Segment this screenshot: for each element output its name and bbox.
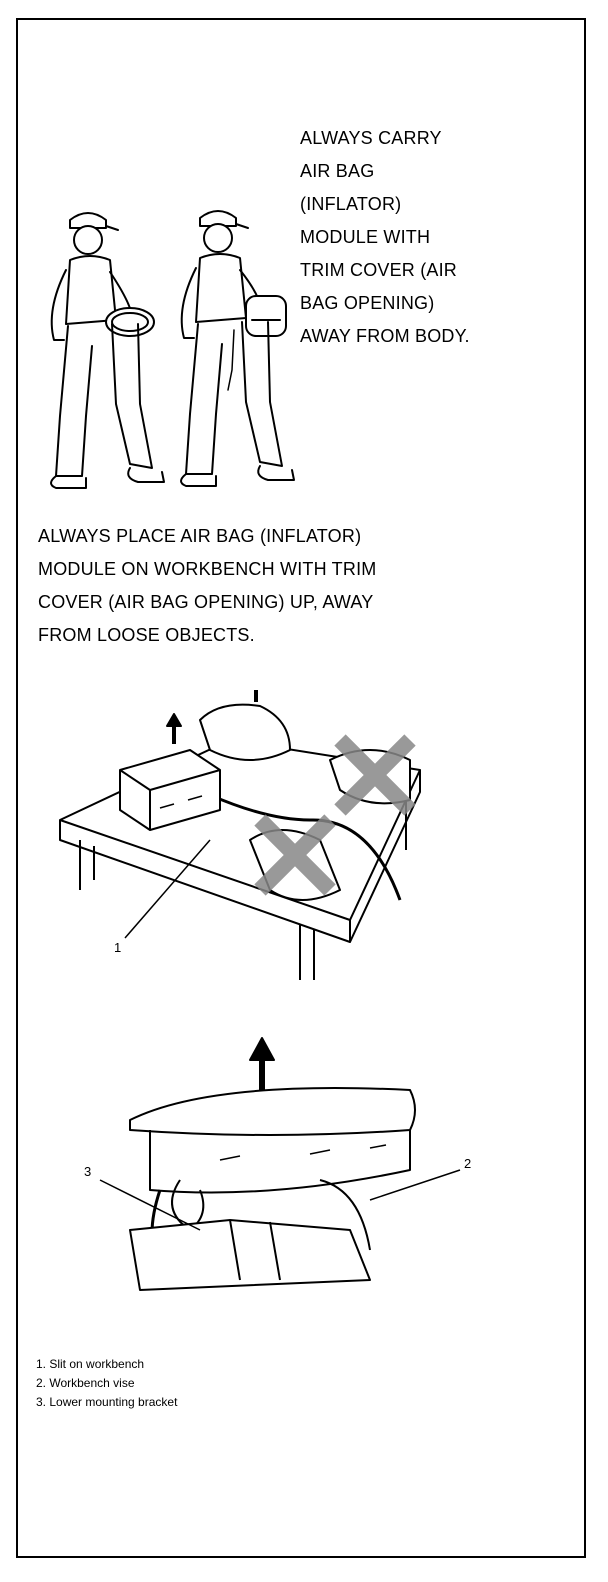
place-instruction: ALWAYS PLACE AIR BAG (INFLATOR) MODULE O…: [38, 520, 558, 652]
legend-item: 2. Workbench vise: [36, 1376, 135, 1390]
legend: 1. Slit on workbench 2. Workbench vise 3…: [36, 1355, 177, 1412]
carry-line: AIR BAG: [300, 161, 375, 181]
carry-instruction: ALWAYS CARRY AIR BAG (INFLATOR) MODULE W…: [300, 122, 560, 353]
page-frame: [16, 18, 586, 1558]
place-line: FROM LOOSE OBJECTS.: [38, 625, 255, 645]
callout-2: 2: [464, 1156, 471, 1171]
carry-line: TRIM COVER (AIR: [300, 260, 458, 280]
callout-3: 3: [84, 1164, 91, 1179]
legend-item: 1. Slit on workbench: [36, 1357, 145, 1371]
callout-1: 1: [114, 940, 121, 955]
carrying-technicians-illustration: [50, 210, 295, 489]
legend-item: 3. Lower mounting bracket: [36, 1395, 178, 1409]
carry-line: ALWAYS CARRY: [300, 128, 442, 148]
vise-illustration: 3 2: [84, 1037, 471, 1291]
workbench-illustration: 1: [59, 690, 421, 980]
carry-line: (INFLATOR): [300, 194, 402, 214]
carry-line: BAG OPENING): [300, 293, 435, 313]
place-line: COVER (AIR BAG OPENING) UP, AWAY: [38, 592, 374, 612]
carry-line: AWAY FROM BODY.: [300, 326, 470, 346]
carry-line: MODULE WITH: [300, 227, 431, 247]
place-line: MODULE ON WORKBENCH WITH TRIM: [38, 559, 377, 579]
place-line: ALWAYS PLACE AIR BAG (INFLATOR): [38, 526, 362, 546]
